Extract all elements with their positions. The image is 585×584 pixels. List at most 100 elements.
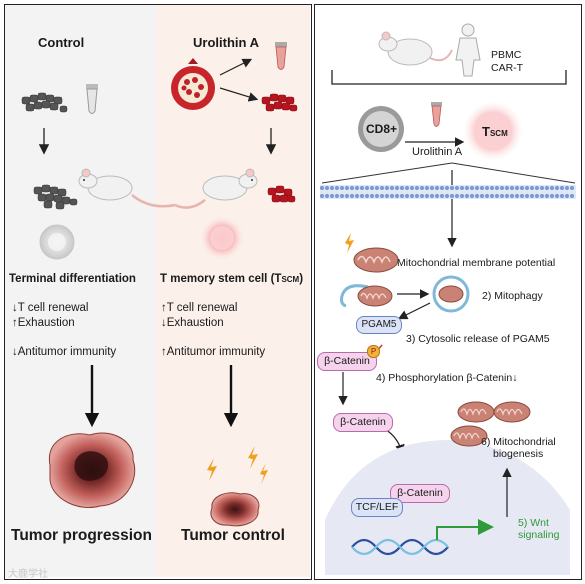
membrane-lipid-head [539, 185, 545, 191]
urolithin-tube-icon [275, 42, 287, 70]
tumor-control-icon [210, 492, 260, 527]
membrane-lipid-head [339, 193, 345, 199]
pgam5-release-arrow [397, 302, 431, 320]
membrane-lipid-head [414, 193, 420, 199]
membrane-lipid-head [349, 193, 355, 199]
membrane-lipid-head [319, 185, 325, 191]
biogenesis-line-2: biogenesis [493, 448, 544, 460]
membrane-lipid-head [319, 193, 325, 199]
source-human-icon [455, 23, 481, 77]
control-effect-renewal: ↓T cell renewal [12, 302, 89, 314]
zoom-line-right [451, 162, 576, 184]
phospho-badge-text: P [370, 347, 377, 356]
membrane-lipid-head [539, 193, 545, 199]
treatment-tube-icon [431, 102, 442, 127]
treatment-label: Urolithin A [412, 146, 463, 158]
membrane-lipid-head [344, 193, 350, 199]
control-immunity-text: Antitumor immunity [17, 346, 117, 358]
tumor-progression-icon [48, 432, 136, 508]
membrane-lipid-head [334, 185, 340, 191]
control-cells-near-mouse [33, 184, 78, 210]
membrane-lipid-head [394, 193, 400, 199]
beta-catenin-text-nucleus: β-Catenin [397, 487, 443, 499]
mitochondrion-icon-1 [353, 247, 399, 273]
phagophore-arc [340, 284, 369, 308]
pgam5-release-label: 3) Cytosolic release of PGAM5 [406, 333, 550, 345]
membrane-lipid-head [379, 185, 385, 191]
membrane-lipid-head [364, 193, 370, 199]
membrane-lipid-head [459, 185, 465, 191]
membrane-lipid-head [569, 185, 575, 191]
terminal-cell-nucleus [48, 233, 66, 251]
lightning-icons [207, 446, 268, 484]
membrane-lipid-head [484, 193, 490, 199]
membrane-lipid-head [374, 193, 380, 199]
membrane-lipid-head [424, 193, 430, 199]
membrane-lipid-head [524, 193, 530, 199]
membrane-lipid-head [434, 193, 440, 199]
membrane-lipid-head [419, 193, 425, 199]
mitochondria-group-icon [450, 401, 531, 447]
membrane-lipid-head [474, 193, 480, 199]
control-heading: Control [38, 35, 85, 50]
dna-helix-icon [351, 538, 449, 556]
treated-outcome-prefix: T memory stem cell (T [160, 273, 282, 285]
membrane-lipid-head [424, 185, 430, 191]
membrane-lipid-head [449, 193, 455, 199]
membrane-lipid-head [439, 193, 445, 199]
control-effect-renewal-text: T cell renewal [17, 302, 89, 314]
membrane-lipid-head [474, 185, 480, 191]
watermark: 大鹿学社 [8, 569, 48, 580]
urolithin-arrow-tube [219, 58, 253, 76]
membrane-lipid-head [384, 193, 390, 199]
membrane-lipid-head [504, 185, 510, 191]
urolithin-arrow-cells [219, 87, 259, 102]
membrane-lipid-head [404, 185, 410, 191]
membrane-lipid-head [479, 185, 485, 191]
membrane-lipid-head [554, 185, 560, 191]
membrane-lipid-head [444, 185, 450, 191]
membrane-lipid-head [439, 185, 445, 191]
membrane-lipid-head [334, 193, 340, 199]
membrane-lipid-head [569, 193, 575, 199]
membrane-lipid-head [514, 185, 520, 191]
transcription-arrow [436, 519, 494, 540]
membrane-lipid-head [559, 193, 565, 199]
membrane-lipid-head [469, 185, 475, 191]
treated-outcome: T memory stem cell (TSCM) [160, 273, 303, 285]
membrane-lipid-head [489, 193, 495, 199]
treated-effect-renewal: ↑T cell renewal [161, 302, 238, 314]
membrane-lipid-head [409, 185, 415, 191]
beta-catenin-text-2: β-Catenin [340, 416, 386, 428]
membrane-lipid-head [549, 185, 555, 191]
membrane-lipid-head [509, 185, 515, 191]
membrane-lipid-head [514, 193, 520, 199]
left-panel-frame [4, 4, 312, 580]
membrane-lipid-head [534, 193, 540, 199]
beta-catenin-text-1: β-Catenin [324, 355, 370, 367]
membrane-lipid-head [389, 185, 395, 191]
membrane-lipid-head [389, 193, 395, 199]
membrane-lipid-head [549, 193, 555, 199]
control-effect-exhaustion: ↑Exhaustion [12, 317, 75, 329]
membrane-lipid-head [364, 185, 370, 191]
wnt-line-1: 5) Wnt [518, 517, 549, 529]
beta-catenin-node-1: β-Catenin [317, 352, 377, 371]
membrane-lipid-head [499, 185, 505, 191]
membrane-lipid-head [459, 193, 465, 199]
membrane-lipid-head [454, 193, 460, 199]
source-pbmc: PBMC [491, 49, 522, 61]
beta-catenin-node-nucleus: β-Catenin [390, 484, 450, 503]
membrane-lipid-head [399, 185, 405, 191]
treated-cell-cluster [261, 93, 298, 112]
membrane-lipid-head [494, 193, 500, 199]
tscm-label: TSCM [482, 124, 508, 139]
membrane-lipid-head [369, 185, 375, 191]
control-tube-icon [86, 84, 98, 114]
wnt-line-2: signaling [518, 529, 560, 541]
membrane-lipid-head [329, 185, 335, 191]
phospho-badge: P [367, 345, 380, 358]
right-panel-frame [314, 4, 582, 580]
cd8-label: CD8+ [366, 122, 398, 136]
